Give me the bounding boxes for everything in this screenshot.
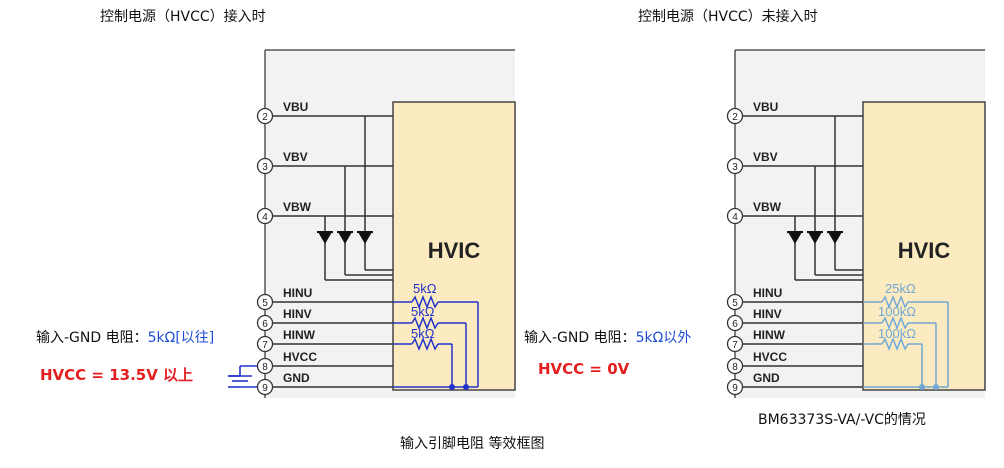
right-hvic-label: HVIC — [898, 238, 951, 263]
left-resistor-2: 5kΩ — [411, 304, 435, 319]
svg-text:6: 6 — [262, 319, 268, 330]
svg-text:HINU: HINU — [753, 286, 782, 300]
svg-text:VBW: VBW — [753, 200, 782, 214]
left-input-gnd-resistance: 输入-GND 电阻：5kΩ[以往] — [36, 327, 214, 347]
right-diodes — [787, 231, 843, 244]
part-number-caption: BM63373S-VA/-VC的情况 — [758, 412, 926, 428]
svg-text:VBU: VBU — [283, 100, 308, 114]
right-note-label: 输入-GND 电阻： — [524, 330, 636, 346]
right-resistor-2: 100kΩ — [878, 304, 916, 319]
svg-text:VBW: VBW — [283, 200, 312, 214]
svg-text:7: 7 — [732, 340, 738, 351]
svg-text:5: 5 — [262, 298, 268, 309]
left-resistor-1: 5kΩ — [413, 281, 437, 296]
svg-text:VBV: VBV — [283, 150, 308, 164]
right-resistor-1: 25kΩ — [885, 281, 916, 296]
right-note-value: 5kΩ以外 — [635, 330, 692, 346]
right-pins: 2 VBU 3 VBV 4 VBW 5 HINU 6 HINV 7 HINW 8… — [726, 100, 787, 396]
right-input-gnd-resistance: 输入-GND 电阻：5kΩ以外 — [524, 327, 691, 347]
left-note-value: 5kΩ[以往] — [147, 330, 215, 346]
right-resistor-3: 100kΩ — [878, 326, 916, 341]
svg-text:6: 6 — [732, 319, 738, 330]
svg-text:9: 9 — [732, 383, 738, 394]
svg-text:HINV: HINV — [283, 307, 312, 321]
svg-text:7: 7 — [262, 340, 268, 351]
svg-text:HINW: HINW — [753, 328, 786, 342]
svg-text:2: 2 — [262, 112, 268, 123]
svg-text:4: 4 — [262, 212, 268, 223]
svg-text:GND: GND — [753, 371, 780, 385]
left-resistor-3: 5kΩ — [411, 326, 435, 341]
left-hvcc-supply-symbol — [228, 365, 257, 388]
figure-caption: 输入引脚电阻 等效框图 — [400, 436, 545, 452]
svg-text:VBU: VBU — [753, 100, 778, 114]
svg-text:8: 8 — [732, 362, 738, 373]
svg-text:HINU: HINU — [283, 286, 312, 300]
svg-text:HINW: HINW — [283, 328, 316, 342]
svg-text:8: 8 — [262, 362, 268, 373]
left-pins: 2 VBU 3 VBV 4 VBW 5 HINU 6 HINV 7 HINW 8… — [256, 100, 317, 396]
svg-text:VBV: VBV — [753, 150, 778, 164]
right-heading: 控制电源（HVCC）未接入时 — [638, 9, 818, 25]
svg-text:2: 2 — [732, 112, 738, 123]
svg-text:4: 4 — [732, 212, 738, 223]
left-diodes — [317, 231, 373, 244]
svg-text:9: 9 — [262, 383, 268, 394]
svg-text:5: 5 — [732, 298, 738, 309]
left-circuit: HVIC — [228, 49, 516, 398]
svg-text:HINV: HINV — [753, 307, 782, 321]
svg-text:3: 3 — [732, 162, 738, 173]
right-circuit: HVIC — [726, 49, 986, 398]
right-hvcc-condition: HVCC = 0V — [538, 360, 630, 378]
svg-text:HVCC: HVCC — [753, 350, 787, 364]
svg-text:GND: GND — [283, 371, 310, 385]
left-heading: 控制电源（HVCC）接入时 — [100, 9, 266, 25]
left-hvcc-condition: HVCC = 13.5V 以上 — [40, 366, 194, 384]
svg-text:3: 3 — [262, 162, 268, 173]
right-resistor-network — [863, 294, 949, 388]
left-hvic-label: HVIC — [428, 238, 481, 263]
left-note-label: 输入-GND 电阻： — [36, 330, 148, 346]
svg-text:HVCC: HVCC — [283, 350, 317, 364]
